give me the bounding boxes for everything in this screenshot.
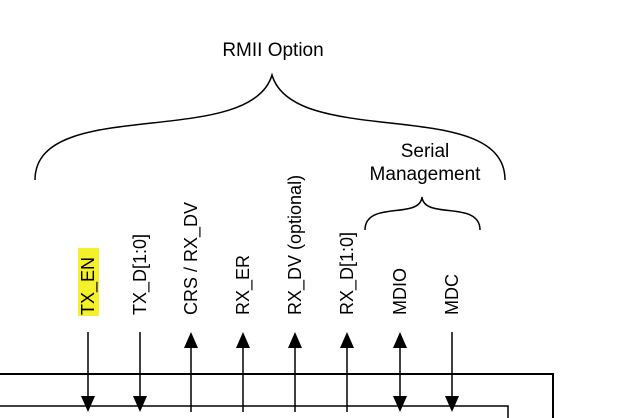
signal-label-tx-en: TX_EN	[78, 257, 99, 315]
signal-label-mdc: MDC	[442, 274, 462, 315]
arrow-down-mdc	[445, 396, 459, 412]
arrow-up-mdio	[393, 332, 407, 348]
tx-en-highlight	[78, 248, 99, 316]
arrow-down-tx-en	[81, 396, 95, 412]
serial-management-brace	[364, 196, 481, 231]
signal-label-txd: TX_D[1:0]	[130, 234, 151, 315]
serial-title-line1: Serial	[401, 141, 450, 162]
signal-label-rx-dv-opt: RX_DV (optional)	[285, 175, 306, 315]
signal-label-rxd: RX_D[1:0]	[337, 232, 358, 315]
arrow-up-rx-dv-opt	[288, 332, 302, 348]
chip-inner-edge	[0, 405, 509, 418]
signal-lines	[81, 332, 459, 412]
arrow-up-rx-er	[236, 332, 250, 348]
serial-title-line2: Management	[370, 164, 482, 185]
signal-label-crs-rxdv: CRS / RX_DV	[181, 202, 202, 315]
signal-label-mdio: MDIO	[390, 268, 410, 315]
arrow-up-rxd	[340, 332, 354, 348]
arrow-up-crs-rxdv	[184, 332, 198, 348]
signal-labels: TX_EN TX_D[1:0] CRS / RX_DV RX_ER RX_DV (opt…	[78, 175, 462, 315]
signal-label-rx-er: RX_ER	[233, 255, 254, 315]
arrow-down-txd	[133, 396, 147, 412]
chip-outline	[0, 373, 554, 418]
arrow-down-mdio	[393, 396, 407, 412]
rmii-option-title: RMII Option	[222, 40, 323, 61]
rmii-option-brace	[34, 72, 506, 181]
